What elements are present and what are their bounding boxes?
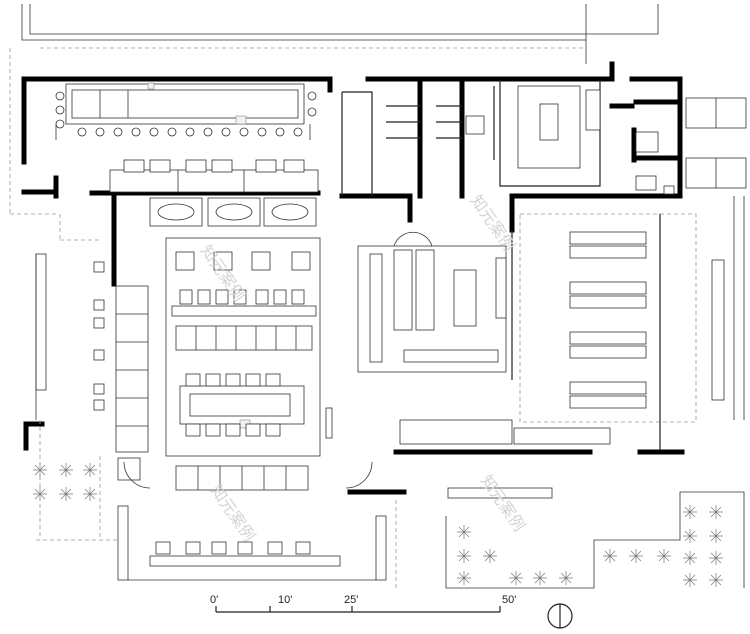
kitchen [357, 231, 507, 373]
scale-label-50: 50' [502, 594, 516, 606]
outside-seating-right [685, 97, 747, 420]
dining-zone-center [165, 237, 333, 457]
palm-tree-icon [33, 463, 723, 587]
bar-stools-row [55, 91, 317, 137]
watermark-text: 知元案例 [477, 471, 529, 534]
scale-bar: 0' 10' 25' 50' [210, 594, 516, 613]
dining-hall-right [399, 213, 725, 450]
bar-counter [55, 82, 311, 140]
watermark-text: 知元案例 [207, 481, 259, 544]
exterior-walls [21, 61, 685, 495]
left-dining-chairs [35, 253, 105, 420]
left-banquette [115, 285, 149, 481]
booth-alcoves [149, 197, 317, 227]
patio [36, 487, 745, 589]
entrance-area [117, 461, 387, 581]
dining-table-rows [569, 231, 647, 409]
scale-label-25: 25' [344, 594, 358, 606]
booth-row-top [109, 159, 319, 193]
site-dashed-lines [9, 48, 101, 540]
scale-label-0: 0' [210, 594, 218, 606]
square-tables [175, 251, 311, 271]
scale-label-10: 10' [278, 594, 292, 606]
north-arrow-icon [547, 603, 573, 629]
street-outline [21, 4, 659, 64]
interior-walls [341, 80, 675, 196]
